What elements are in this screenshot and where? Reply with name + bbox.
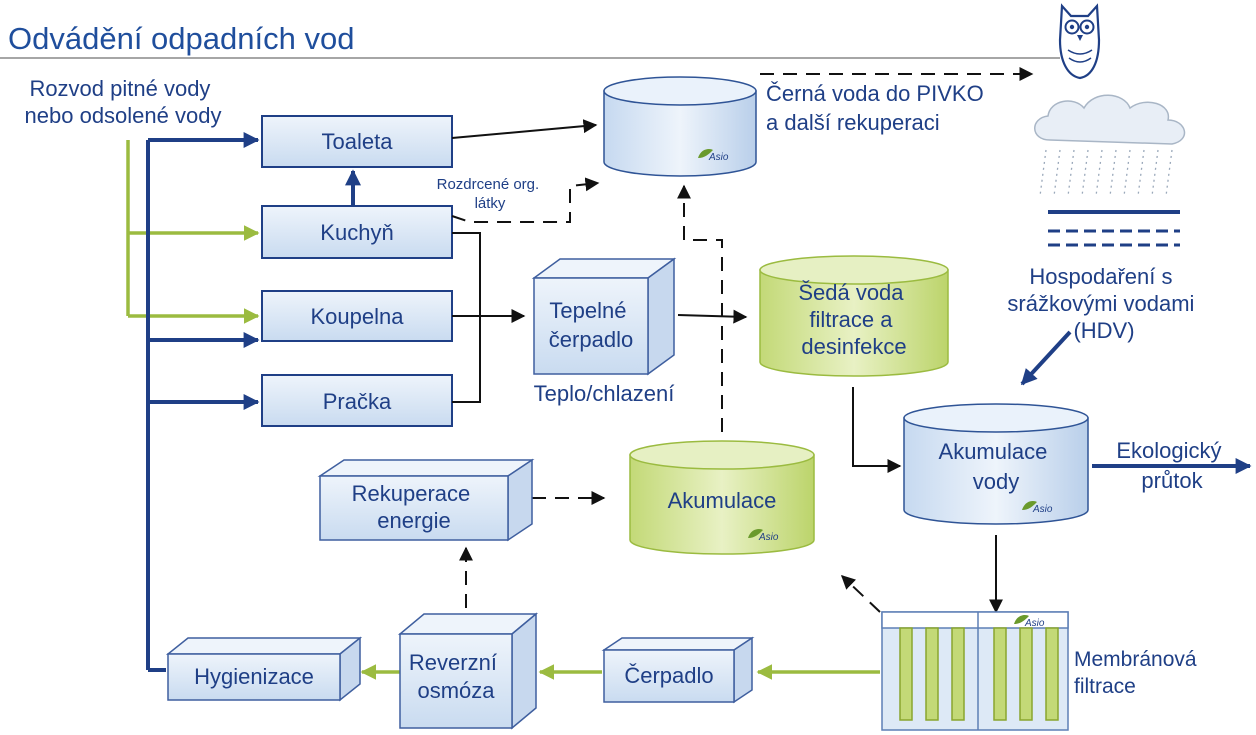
bathroom-box: Koupelna (261, 290, 453, 342)
heat-pump-label: Tepelné čerpadlo (549, 298, 633, 352)
owl-logo-icon (1058, 3, 1101, 80)
rain-cloud-icon (1034, 94, 1186, 197)
grey-water-label: Šedá voda filtrace a desinfekce (798, 280, 909, 359)
svg-text:Asio: Asio (758, 532, 779, 543)
rainwater-arrow (1020, 330, 1072, 386)
recycled-water-lines (146, 132, 361, 672)
kitchen-box: Kuchyň (261, 205, 453, 259)
hygienization-cube: Hygienizace (165, 636, 363, 702)
heat-pump-cube: Tepelné čerpadlo (531, 257, 677, 376)
membrane-filtration-label: Membránová filtrace (1074, 648, 1202, 698)
washer-box: Pračka (261, 374, 453, 427)
rainwater-label: Hospodaření s srážkovými vodami (HDV) (1007, 264, 1200, 343)
asio-logo-icon: Asio (1022, 500, 1053, 515)
wastewater-flow-lines (451, 119, 1003, 614)
supply-label: Rozvod pitné vody nebo odsolené vody (25, 76, 222, 128)
svg-text:Asio: Asio (708, 152, 729, 163)
pump-label: Čerpadlo (624, 663, 713, 688)
reverse-osmosis-cube: Reverzní osmóza (397, 612, 539, 730)
energy-recovery-label: Rekuperace energie (352, 481, 477, 533)
asio-logo-icon: Asio (1014, 614, 1045, 629)
membrane-filtration-tank (881, 611, 1069, 731)
asio-logo-icon: Asio (698, 148, 729, 163)
water-accumulation-tank: Akumulace vody (903, 403, 1089, 525)
black-water-label: Černá voda do PIVKO a další rekuperaci (766, 81, 990, 135)
energy-recovery-cube: Rekuperace energie (317, 458, 535, 542)
toilet-box: Toaleta (261, 115, 453, 168)
black-water-tank (603, 76, 757, 177)
grey-water-tank: Šedá voda filtrace a desinfekce (759, 255, 949, 377)
svg-text:Asio: Asio (1024, 618, 1045, 629)
accumulation-tank: Akumulace (629, 440, 815, 555)
kitchen-label: Kuchyň (320, 220, 393, 245)
toilet-label: Toaleta (322, 129, 394, 154)
svg-text:Asio: Asio (1032, 504, 1053, 515)
heat-cooling-label: Teplo/chlazení (534, 381, 675, 406)
ecological-flow-label: Ekologický průtok (1116, 438, 1227, 493)
dashed-flow-lines (451, 67, 1034, 613)
organic-matter-label: Rozdrcené org. látky (437, 176, 544, 212)
hygienization-label: Hygienizace (194, 664, 314, 689)
reverse-osmosis-label: Reverzní osmóza (409, 650, 503, 703)
water-level-lines (1048, 210, 1180, 247)
asio-logo-icon: Asio (748, 528, 779, 543)
accumulation-label: Akumulace (668, 488, 777, 513)
pump-cube: Čerpadlo (601, 636, 755, 704)
water-accumulation-label: Akumulace vody (939, 439, 1054, 494)
bathroom-label: Koupelna (311, 304, 405, 329)
washer-label: Pračka (323, 389, 392, 414)
page-title: Odvádění odpadních vod (8, 21, 354, 56)
